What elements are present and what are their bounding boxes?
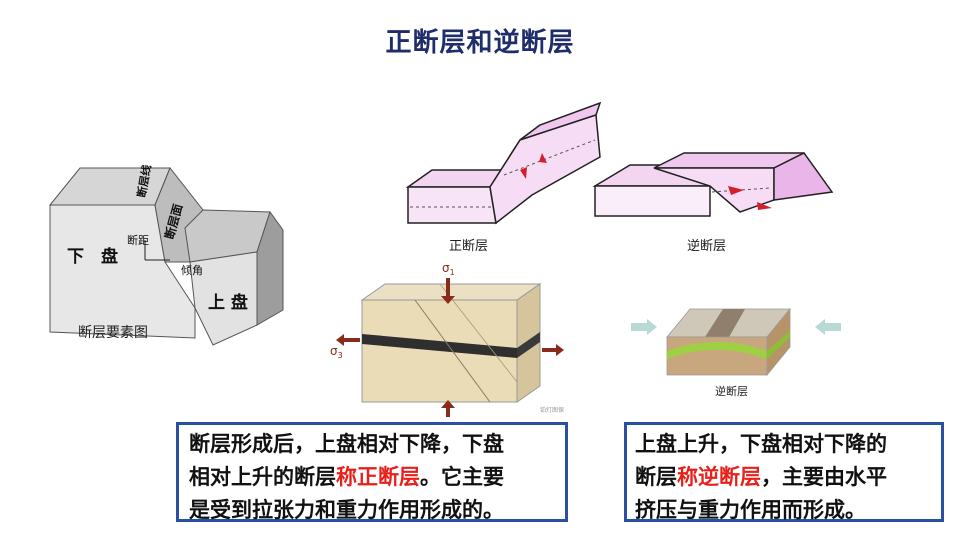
reverse-fault-caption: 逆断层 [687,235,726,254]
description-line: 挤压与重力作用而形成。 [635,494,941,527]
page-title: 正断层和逆断层 [0,22,960,59]
dip-angle-label: 倾角 [181,264,203,277]
description-line: 断层形成后，上盘相对下降，下盘 [189,428,565,461]
description-line: 是受到拉张力和重力作用形成的。 [189,494,565,527]
left-compression-arrow [631,319,657,335]
hanging-block-front [490,115,600,223]
description-line: 相对上升的断层称正断层。它主要 [189,461,565,494]
highlight-term: 称正断层 [336,465,420,489]
reverse-fault-block-caption: 逆断层 [715,384,748,398]
sigma3-right-arrowhead [556,344,564,356]
reverse-fault-diagram [592,150,837,220]
description-line: 上盘上升，下盘相对下降的 [635,428,941,461]
throw-label: 断距 [127,233,149,247]
watermark: 铂灯图保 [540,406,564,414]
description-line: 断层称逆断层，主要由水平 [635,461,941,494]
block-front-face [408,187,496,223]
highlight-term: 称逆断层 [677,465,761,489]
footwall-label: 下 盘 [67,246,118,267]
sigma1-label: σ1 [442,262,455,277]
reverse-fault-block-diagram: 逆断层 [625,295,850,405]
normal-fault-diagram [400,95,615,227]
right-compression-arrow [815,319,841,335]
fault-elements-caption: 断层要素图 [78,322,148,342]
hanging-wall-label: 上 盘 [208,292,248,313]
normal-fault-caption: 正断层 [449,235,488,254]
sigma3-label: σ3 [330,344,343,360]
normal-fault-description-box: 断层形成后，上盘相对下降，下盘 相对上升的断层称正断层。它主要 是受到拉张力和重… [176,422,568,522]
reverse-fault-description-box: 上盘上升，下盘相对下降的 断层称逆断层，主要由水平 挤压与重力作用而形成。 [624,422,944,522]
stress-diagram: σ1 σ3 铂灯图保 [330,262,570,417]
footwall-block-front [595,186,710,216]
